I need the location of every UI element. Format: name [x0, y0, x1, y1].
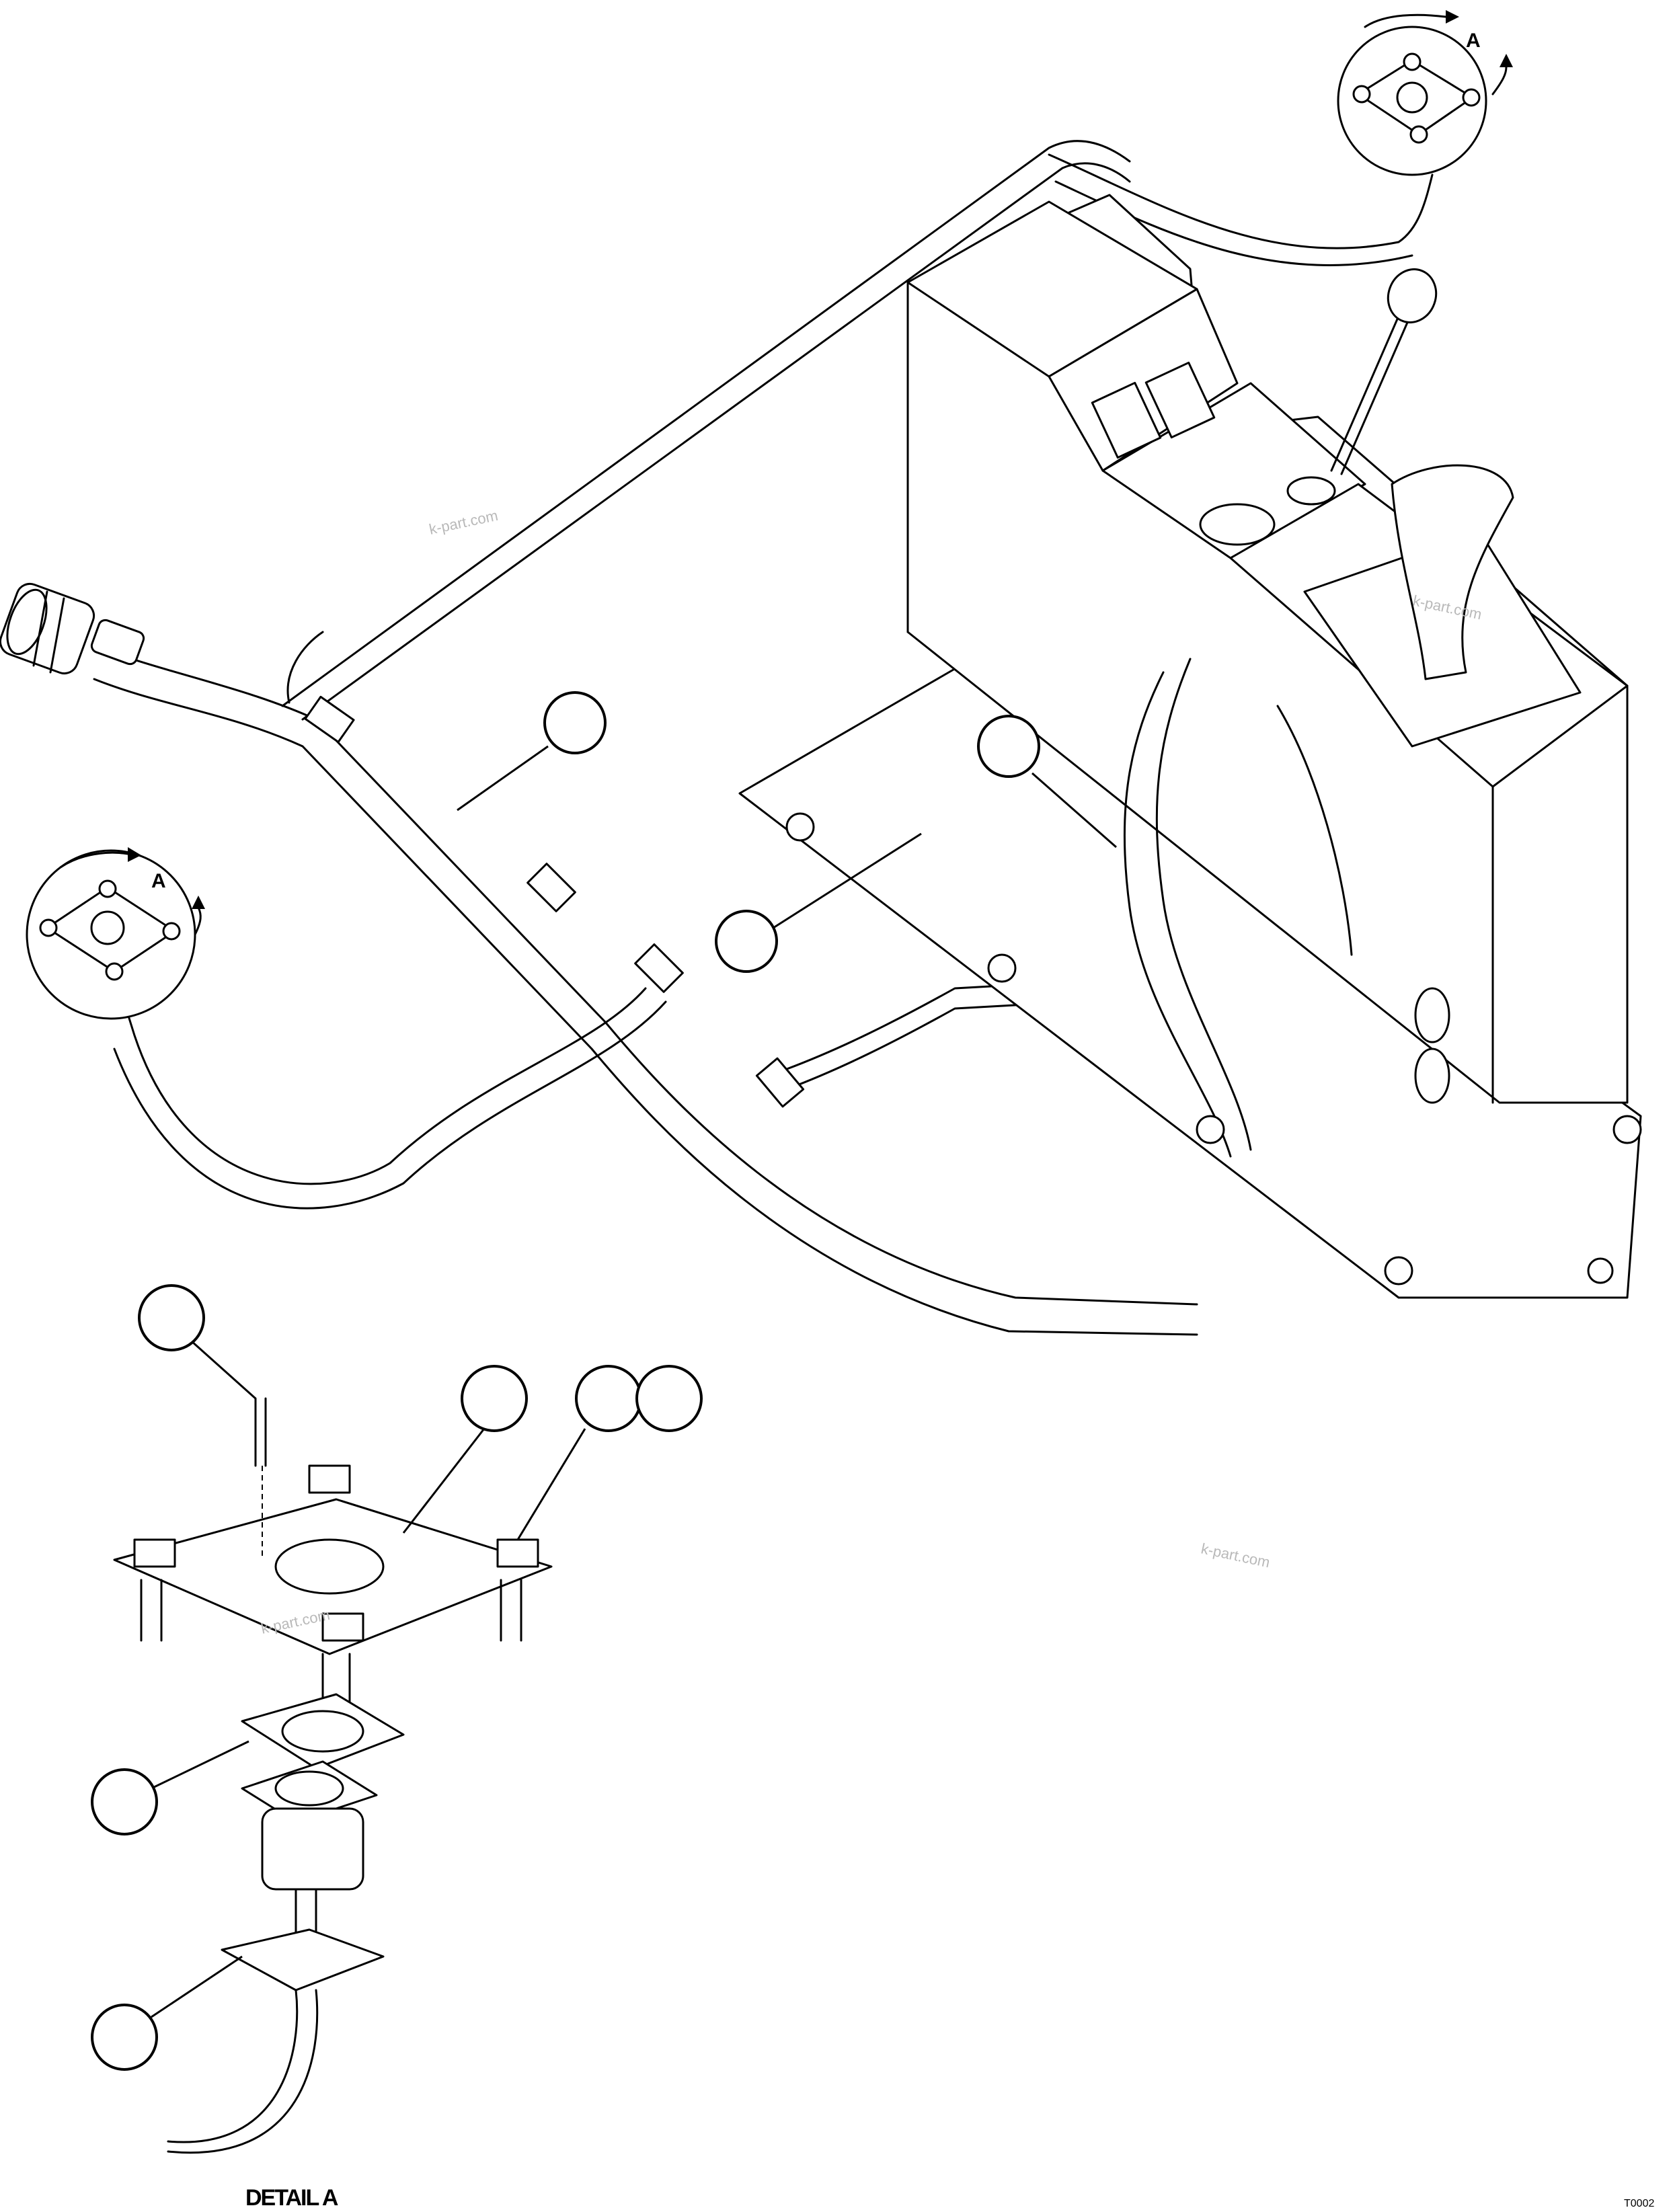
view-a-inset-top: A [1337, 10, 1513, 176]
callout-bubble-3 [715, 910, 778, 973]
harness-plug-connector [0, 582, 145, 675]
callout-bubble-6 [575, 1365, 642, 1432]
callout-bubbles [91, 691, 1040, 2071]
drawing-code: T0002 [1624, 2198, 1654, 2209]
detail-title: DETAIL A [245, 2185, 338, 2211]
callout-bubble-1 [543, 691, 607, 754]
detail-a-assembly [113, 1397, 553, 2154]
callout-bubble-2 [977, 715, 1040, 778]
callout-bubble-4 [138, 1284, 205, 1351]
wiring-harness [93, 140, 1434, 1336]
watermark-2: k-part.com [1200, 1540, 1272, 1571]
watermark-1: k-part.com [428, 507, 500, 538]
callout-bubble-7 [635, 1365, 703, 1432]
control-console [738, 194, 1642, 1299]
callout-bubble-9 [91, 2004, 158, 2071]
view-a-inset-left: A [26, 847, 205, 1020]
view-label: A [1466, 30, 1481, 52]
callout-bubble-5 [461, 1365, 528, 1432]
callout-bubble-8 [91, 1768, 158, 1835]
view-label-left: A [151, 870, 166, 892]
leader-lines [151, 745, 1117, 2018]
